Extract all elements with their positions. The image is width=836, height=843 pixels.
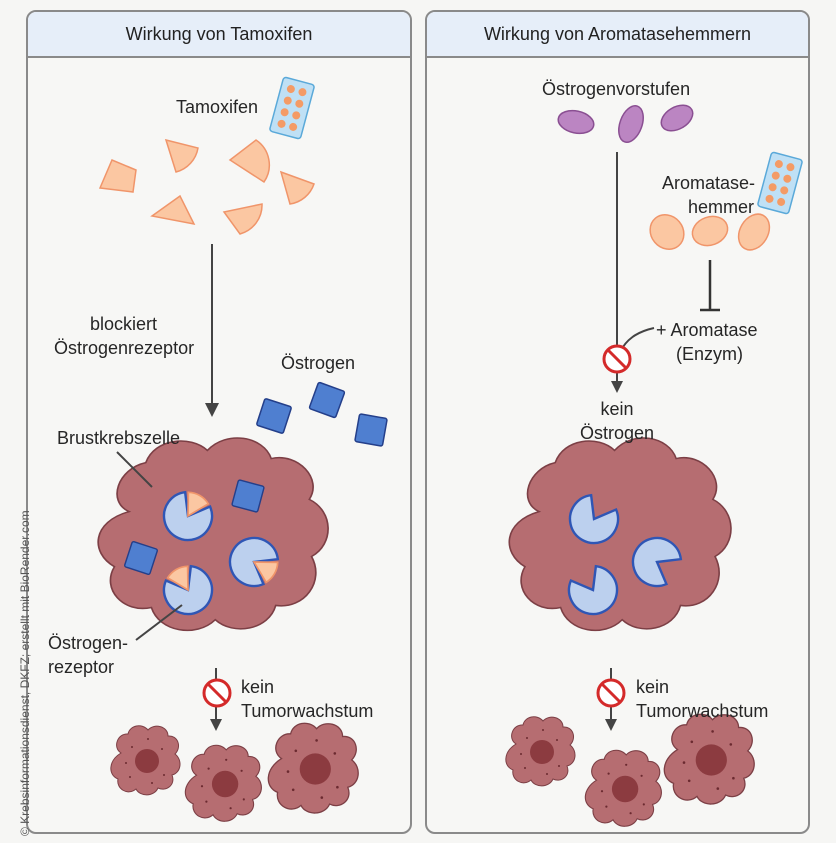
receptor-label-line2: rezeptor: [48, 657, 115, 677]
no-growth-stop-icon: [596, 678, 626, 708]
precursor-label: Östrogenvorstufen: [542, 79, 691, 99]
no-estrogen-label-line1: kein: [600, 399, 634, 419]
inhibitor-label-line2: hemmer: [688, 197, 755, 217]
block-arrow-head: [205, 403, 219, 417]
aromatase-inhibitor-panel-title: Wirkung von Aromatasehemmern: [427, 12, 808, 58]
estrogen-precursor: [660, 104, 694, 132]
result-label-line1: kein: [241, 677, 275, 697]
tamoxifen-pill-pack-icon: [268, 76, 316, 140]
block-action-label-line1: blockiert: [90, 314, 158, 334]
inhibitor-label-line1: Aromatase-: [662, 173, 756, 193]
tamoxifen-molecule: [98, 159, 137, 193]
small-tumor-cell: [505, 716, 576, 787]
estrogen-label: Östrogen: [281, 353, 356, 373]
result-label-line2: Tumorwachstum: [241, 701, 374, 721]
small-tumor-cell: [584, 749, 662, 827]
small-tumor-cell: [110, 725, 181, 796]
block-action-label-line2: Östrogenrezeptor: [54, 338, 195, 358]
result-label-line2: Tumorwachstum: [636, 701, 769, 721]
credit-text: © Krebsinformationsdienst, DKFZ; erstell…: [18, 510, 32, 836]
tamoxifen-molecule: [150, 194, 196, 226]
cancer-cell-label: Brustkrebszelle: [57, 428, 181, 448]
tamoxifen-molecule: [222, 203, 263, 235]
tamoxifen-molecule: [228, 139, 271, 184]
enzyme-label-line2: (Enzym): [676, 344, 743, 364]
no-estrogen-label-line2: Östrogen: [579, 423, 655, 443]
estrogen-molecule: [255, 397, 293, 435]
no-estrogen-stop-icon: [602, 344, 632, 374]
aromatase-inhibitor-molecule: [649, 214, 685, 250]
breast-cancer-cell: [508, 437, 732, 632]
aromatase-inhibitor-pill-pack-icon: [756, 151, 804, 215]
estrogen-precursor: [557, 109, 595, 135]
result-arrow-head: [605, 719, 617, 731]
receptor-pointer-line: [135, 604, 183, 641]
tamoxifen-panel-title: Wirkung von Tamoxifen: [28, 12, 410, 58]
receptor-label-line1: Östrogen-: [48, 633, 129, 653]
conversion-arrow-head: [611, 381, 623, 393]
estrogen-molecule: [354, 413, 388, 447]
estrogen-precursor: [618, 105, 644, 143]
estrogen-molecule: [308, 381, 346, 419]
aromatase-inhibitor-molecule: [691, 215, 729, 247]
no-growth-stop-icon: [202, 678, 232, 708]
estrogen-molecule: [230, 478, 266, 514]
tamoxifen-label: Tamoxifen: [176, 97, 259, 117]
result-label-line1: kein: [636, 677, 670, 697]
enzyme-label-line1: + Aromatase: [656, 320, 758, 340]
tamoxifen-molecule: [164, 138, 199, 173]
result-arrow-head: [210, 719, 222, 731]
small-tumor-cell: [267, 722, 359, 814]
cell-pointer-line: [116, 451, 153, 488]
small-tumor-cell: [663, 713, 755, 805]
aromatase-inhibitor-molecule: [737, 213, 771, 251]
tamoxifen-molecule: [279, 170, 315, 205]
small-tumor-cell: [184, 744, 262, 822]
